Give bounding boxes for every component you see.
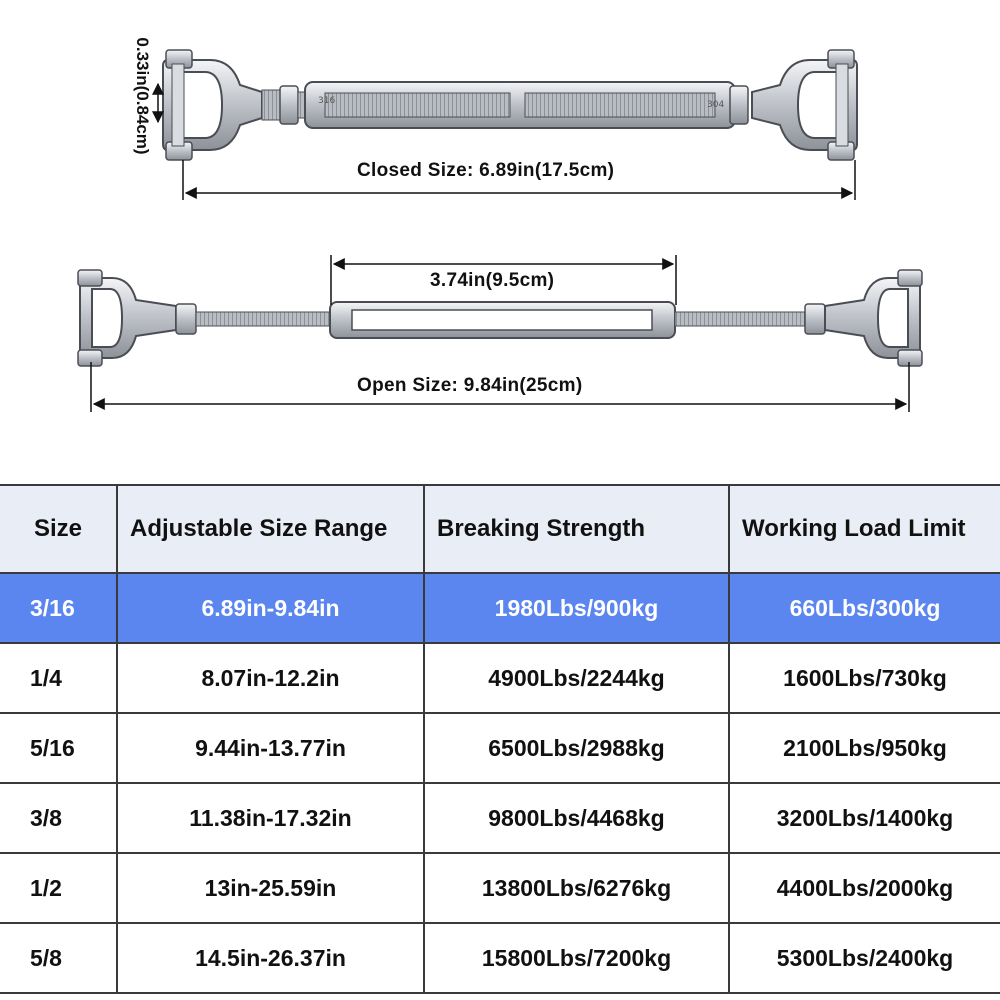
open-size-label: Open Size: 9.84in(25cm) <box>357 375 583 396</box>
cell-breaking: 6500Lbs/2988kg <box>423 712 729 784</box>
cell-breaking: 1980Lbs/900kg <box>423 572 729 644</box>
table-row: 5/16 9.44in-13.77in 6500Lbs/2988kg 2100L… <box>0 712 1000 784</box>
cell-size: 3/16 <box>0 572 117 644</box>
cell-size: 5/16 <box>0 712 117 784</box>
cell-wll: 3200Lbs/1400kg <box>728 782 1000 854</box>
cell-wll: 1600Lbs/730kg <box>728 642 1000 714</box>
table-row: 1/2 13in-25.59in 13800Lbs/6276kg 4400Lbs… <box>0 852 1000 924</box>
table-row: 3/8 11.38in-17.32in 9800Lbs/4468kg 3200L… <box>0 782 1000 854</box>
cell-size: 1/4 <box>0 642 117 714</box>
jaw-width-label: 0.33in(0.84cm) <box>133 37 152 155</box>
cell-range: 11.38in-17.32in <box>116 782 424 854</box>
cell-breaking: 9800Lbs/4468kg <box>423 782 729 854</box>
cell-size: 1/2 <box>0 852 117 924</box>
closed-turnbuckle: 316 304 <box>152 49 858 200</box>
body-mark-left: 316 <box>318 96 335 106</box>
cell-wll: 2100Lbs/950kg <box>728 712 1000 784</box>
cell-range: 14.5in-26.37in <box>116 922 424 994</box>
header-size: Size <box>0 484 117 574</box>
cell-range: 8.07in-12.2in <box>116 642 424 714</box>
closed-body: 316 304 <box>304 81 736 129</box>
spec-table: Size Adjustable Size Range Breaking Stre… <box>0 484 1000 994</box>
left-jaw <box>162 49 263 161</box>
body-mark-right: 304 <box>707 100 724 110</box>
cell-breaking: 15800Lbs/7200kg <box>423 922 729 994</box>
table-row: 3/16 6.89in-9.84in 1980Lbs/900kg 660Lbs/… <box>0 572 1000 644</box>
cell-wll: 5300Lbs/2400kg <box>728 922 1000 994</box>
cell-range: 9.44in-13.77in <box>116 712 424 784</box>
cell-wll: 4400Lbs/2000kg <box>728 852 1000 924</box>
header-range: Adjustable Size Range <box>116 484 424 574</box>
closed-size-label: Closed Size: 6.89in(17.5cm) <box>357 160 615 181</box>
cell-range: 6.89in-9.84in <box>116 572 424 644</box>
cell-breaking: 13800Lbs/6276kg <box>423 852 729 924</box>
table-row: 1/4 8.07in-12.2in 4900Lbs/2244kg 1600Lbs… <box>0 642 1000 714</box>
header-wll: Working Load Limit <box>728 484 1000 574</box>
turnbuckle-diagram: 316 304 <box>0 0 1000 470</box>
header-breaking: Breaking Strength <box>423 484 729 574</box>
cell-range: 13in-25.59in <box>116 852 424 924</box>
turnbuckle-illustration: 316 304 <box>77 49 923 412</box>
body-length-label: 3.74in(9.5cm) <box>430 270 555 291</box>
right-jaw <box>751 49 858 161</box>
table-header-row: Size Adjustable Size Range Breaking Stre… <box>0 484 1000 574</box>
cell-wll: 660Lbs/300kg <box>728 572 1000 644</box>
cell-breaking: 4900Lbs/2244kg <box>423 642 729 714</box>
cell-size: 3/8 <box>0 782 117 854</box>
open-turnbuckle <box>77 255 923 412</box>
table-row: 5/8 14.5in-26.37in 15800Lbs/7200kg 5300L… <box>0 922 1000 994</box>
cell-size: 5/8 <box>0 922 117 994</box>
